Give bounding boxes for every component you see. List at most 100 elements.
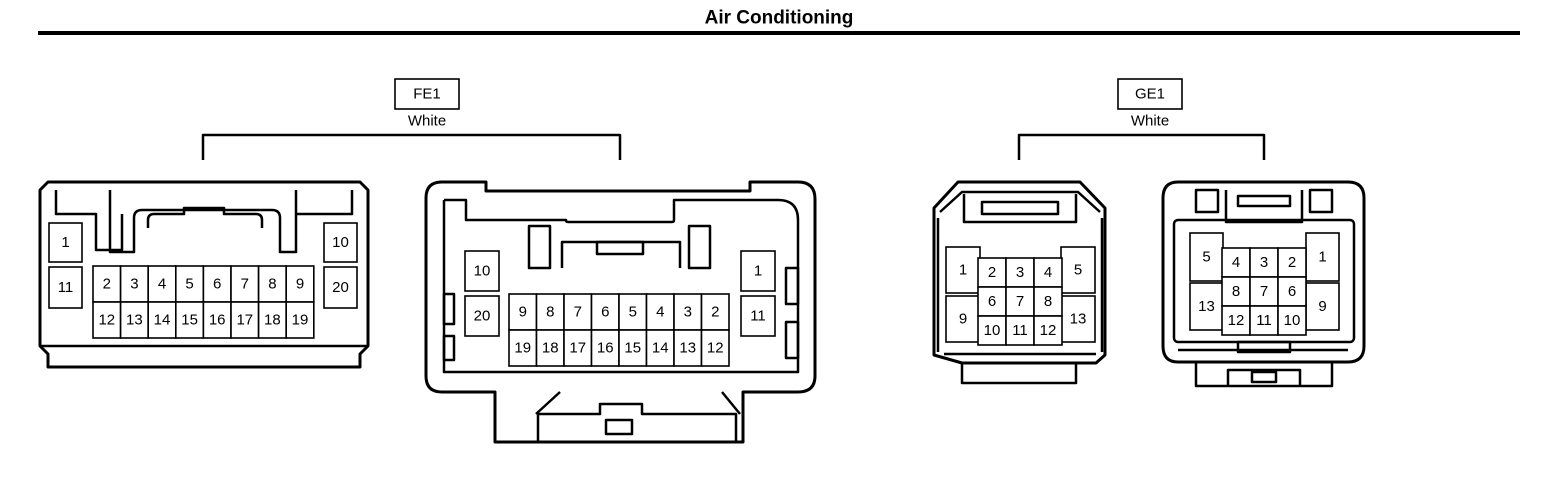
pin-cell (1277, 305, 1307, 336)
pin-cell (1033, 257, 1063, 288)
pin-number: 11 (58, 279, 74, 296)
pin-number: 16 (597, 340, 614, 357)
pin-cell (1221, 305, 1251, 336)
pin-cell (700, 329, 730, 367)
pin-cell (740, 250, 776, 292)
housing-inner-wall (442, 198, 800, 374)
pin-number: 12 (98, 312, 115, 329)
housing-lock-tab (595, 240, 645, 256)
pin-cell (1033, 286, 1063, 317)
pin-number: 8 (1044, 293, 1052, 310)
housing-key (1308, 188, 1334, 214)
pin-number: 8 (1232, 283, 1240, 300)
pin-number: 10 (1284, 312, 1301, 329)
pin-number: 1 (1318, 249, 1326, 266)
housing-key (527, 224, 552, 270)
connector-bracket (201, 133, 622, 160)
pin-cell (202, 301, 232, 339)
pin-cell (464, 250, 500, 292)
pin-number: 9 (1318, 298, 1326, 315)
pin-cell (48, 222, 83, 263)
pin-cell (645, 293, 675, 331)
pin-number: 6 (988, 293, 996, 310)
pin-cell (257, 301, 288, 339)
pin-number: 3 (1260, 254, 1268, 271)
pin-number: 13 (679, 340, 696, 357)
pin-number: 1 (61, 234, 69, 251)
pin-number: 9 (519, 304, 527, 321)
pin-cell (590, 293, 620, 331)
pin-number: 5 (629, 304, 637, 321)
pin-number: 15 (624, 340, 641, 357)
pin-number: 19 (514, 340, 531, 357)
pin-number: 11 (750, 308, 766, 325)
pin-number: 13 (126, 312, 143, 329)
pin-cell (740, 295, 776, 337)
diagram-title: Air Conditioning (705, 8, 854, 29)
housing-lock (962, 194, 1078, 224)
pin-number: 17 (569, 340, 586, 357)
pin-number: 9 (296, 276, 304, 293)
pin-cell (673, 329, 703, 367)
housing-lock-tab (1236, 194, 1292, 208)
housing-base-edge (721, 391, 741, 415)
pin-number: 6 (213, 276, 221, 293)
pin-number: 7 (1260, 283, 1268, 300)
pin-cell (977, 286, 1007, 317)
pin-number: 11 (1012, 322, 1028, 339)
pin-cell (1005, 257, 1035, 288)
pin-number: 2 (711, 304, 719, 321)
housing-rib (442, 292, 456, 326)
pin-number: 2 (1288, 254, 1296, 271)
pin-number: 4 (1232, 254, 1240, 271)
pin-number: 12 (1040, 322, 1057, 339)
housing-base-latch (1226, 368, 1302, 386)
connector-ge1-header: GE1 White (1017, 78, 1266, 160)
housing-rib (784, 320, 800, 360)
housing-lock (108, 190, 298, 254)
housing-lock-tab (146, 206, 264, 228)
connector-bracket (1017, 133, 1266, 160)
housing-latch-left (54, 190, 124, 252)
pin-number: 3 (130, 276, 138, 293)
pin-cell (147, 301, 177, 339)
pin-number: 2 (988, 264, 996, 281)
pin-number: 2 (103, 276, 111, 293)
pin-cell (1033, 315, 1063, 346)
pin-cell (323, 266, 358, 309)
connector-code-box (1117, 78, 1183, 110)
connector-color: White (408, 113, 446, 130)
pin-number: 12 (707, 340, 724, 357)
housing-inner-top (939, 190, 1101, 213)
pin-cell (92, 301, 122, 339)
connector-code: GE1 (1135, 86, 1165, 103)
pin-number: 17 (236, 312, 253, 329)
pin-number: 20 (332, 279, 349, 296)
pin-number: 15 (181, 312, 198, 329)
pin-cell (119, 265, 149, 303)
pin-number: 1 (959, 262, 967, 279)
housing-latch-right (296, 190, 354, 216)
housing-lock-tab (980, 200, 1060, 216)
pin-number: 4 (656, 304, 664, 321)
housing-key (687, 224, 712, 270)
pin-number: 7 (574, 304, 582, 321)
pin-number: 16 (209, 312, 226, 329)
pin-cell (464, 295, 500, 337)
pin-cell (285, 265, 315, 303)
pin-number: 7 (241, 276, 249, 293)
pin-cell (945, 246, 981, 294)
pin-cell (175, 301, 205, 339)
connector-code-box (394, 78, 460, 110)
pin-number: 7 (1016, 293, 1024, 310)
pin-cell (535, 293, 565, 331)
pin-cell (1277, 276, 1307, 307)
connector-color: White (1131, 113, 1169, 130)
pin-number: 18 (264, 312, 281, 329)
pin-cell (285, 301, 315, 339)
